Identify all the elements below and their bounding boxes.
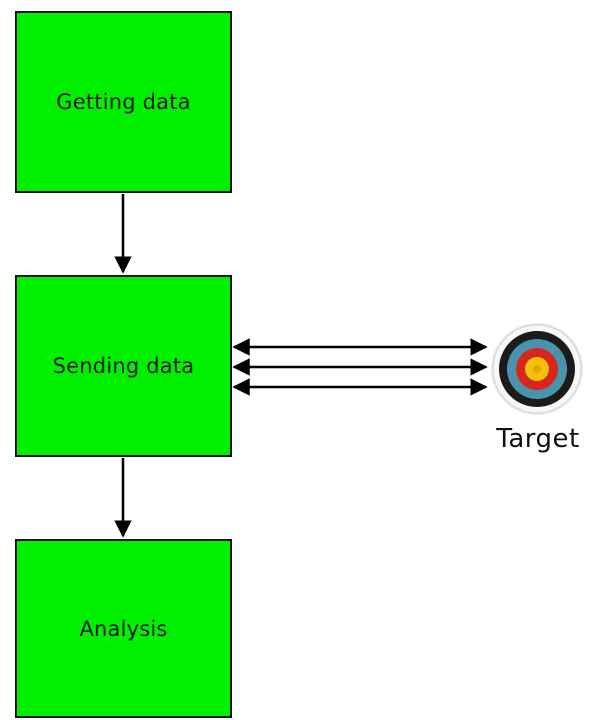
sending-data-box: Sending data — [15, 275, 232, 457]
getting-data-label: Getting data — [56, 90, 191, 114]
sending-data-label: Sending data — [52, 354, 195, 378]
getting-data-box: Getting data — [15, 11, 232, 193]
archery-target-icon — [490, 322, 584, 416]
analysis-box: Analysis — [15, 539, 232, 718]
target-label: Target — [496, 424, 580, 454]
analysis-label: Analysis — [79, 616, 168, 641]
